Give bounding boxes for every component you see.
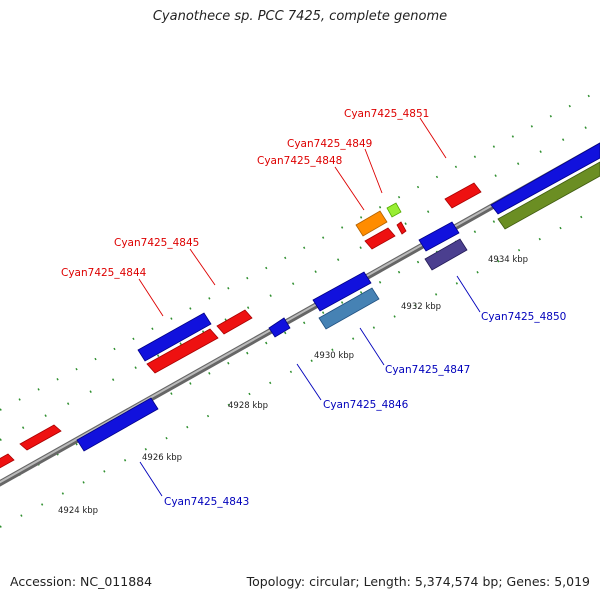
kbp-label: 4928 kbp [228, 401, 268, 411]
gene-arrow[interactable] [76, 397, 159, 452]
inner-forward-tick-track [0, 119, 600, 441]
gene-arrow[interactable] [137, 312, 212, 362]
gene-label-cyan7425-4843[interactable]: Cyan7425_4843 [164, 496, 249, 508]
gene-arrow[interactable] [490, 142, 600, 215]
gene-arrow[interactable] [318, 287, 380, 330]
genome-summary: Topology: circular; Length: 5,374,574 bp… [246, 574, 590, 589]
gene-arrow[interactable] [364, 227, 396, 250]
gene-label-cyan7425-4849[interactable]: Cyan7425_4849 [287, 138, 372, 150]
gene-arrow[interactable] [355, 210, 388, 237]
gene-arrow[interactable] [497, 161, 600, 230]
kbp-labels: 4924 kbp 4926 kbp 4928 kbp 4930 kbp 4932… [58, 255, 528, 516]
gene-arrow[interactable] [418, 221, 460, 252]
gene-arrow[interactable] [146, 328, 219, 374]
gene-label-cyan7425-4844[interactable]: Cyan7425_4844 [61, 267, 147, 279]
gene-label-cyan7425-4845[interactable]: Cyan7425_4845 [114, 237, 199, 249]
gene-label-cyan7425-4850[interactable]: Cyan7425_4850 [481, 311, 566, 323]
gene-arrow[interactable] [312, 271, 372, 312]
kbp-label: 4930 kbp [314, 351, 354, 361]
map-title: Cyanothece sp. PCC 7425, complete genome [152, 9, 448, 24]
gene-arrow[interactable] [268, 317, 291, 338]
gene-arrow[interactable] [444, 182, 482, 209]
label-connectors [138, 117, 481, 497]
gene-arrow[interactable] [0, 453, 15, 470]
gene-label-cyan7425-4846[interactable]: Cyan7425_4846 [323, 399, 409, 411]
accession-label: Accession: NC_011884 [10, 574, 153, 589]
kbp-label: 4934 kbp [488, 255, 528, 265]
gene-arrow[interactable] [386, 202, 402, 218]
kbp-label: 4924 kbp [58, 506, 98, 516]
gene-arrow[interactable] [19, 424, 62, 451]
gene-label-cyan7425-4848[interactable]: Cyan7425_4848 [257, 155, 342, 167]
reverse-genes [76, 142, 600, 452]
kbp-label: 4926 kbp [142, 453, 182, 463]
forward-genes [0, 182, 482, 470]
gene-labels: Cyan7425_4844 Cyan7425_4845 Cyan7425_484… [61, 108, 566, 508]
gene-arrow[interactable] [216, 309, 253, 335]
kbp-label: 4932 kbp [401, 302, 441, 312]
gene-arrow[interactable] [424, 238, 468, 271]
gene-label-cyan7425-4847[interactable]: Cyan7425_4847 [385, 364, 470, 376]
gene-arrow[interactable] [396, 221, 407, 235]
gene-label-cyan7425-4851[interactable]: Cyan7425_4851 [344, 108, 429, 120]
